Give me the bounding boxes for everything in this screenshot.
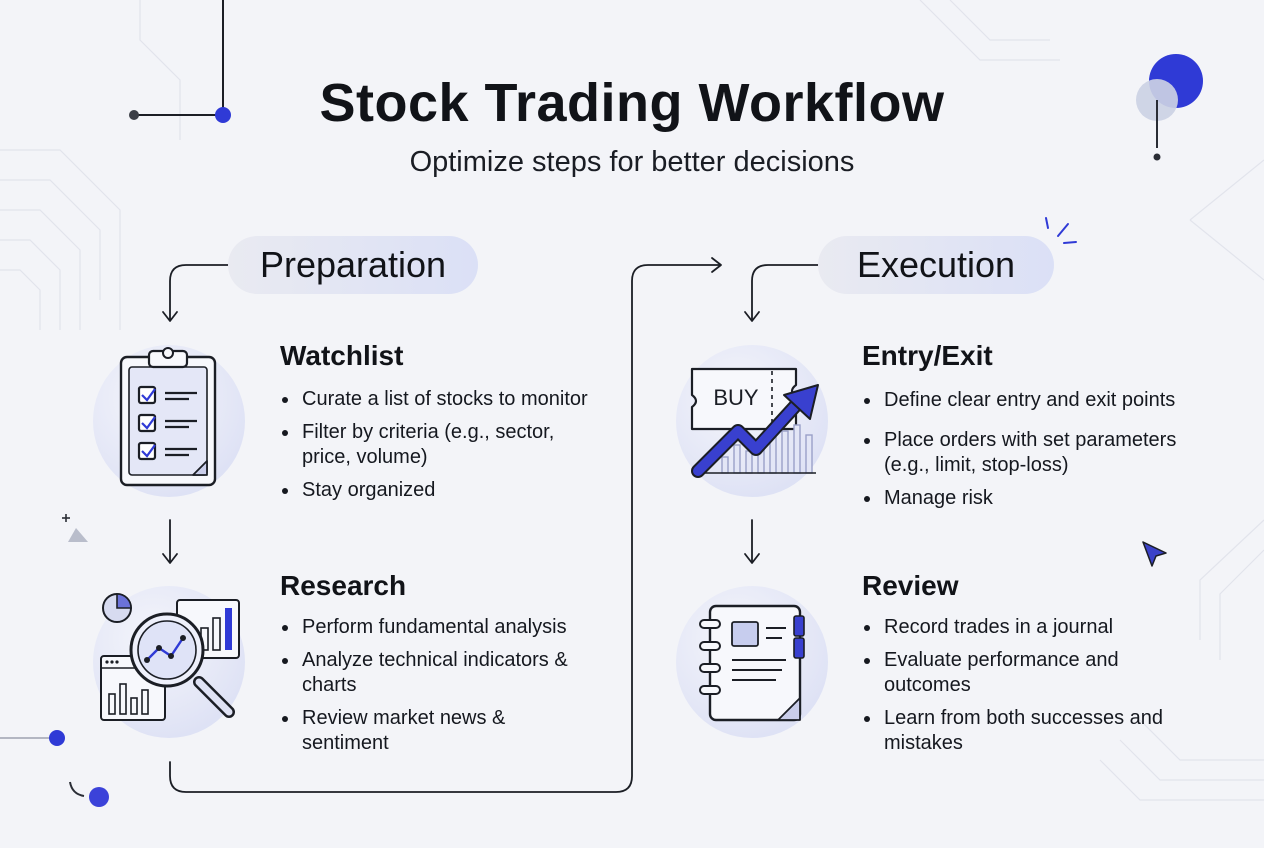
bullet-item: Curate a list of stocks to monitor	[280, 387, 620, 412]
decor-top-right-circles	[1136, 54, 1203, 161]
research-bullets: Perform fundamental analysis Analyze tec…	[280, 615, 600, 764]
sparkle-strokes	[1045, 217, 1077, 244]
flow-connectors	[162, 257, 819, 793]
phase-execution-pill: Execution	[818, 236, 1054, 294]
decor-bottom-left	[0, 730, 109, 807]
decor-plus-triangle	[62, 514, 88, 542]
magnifier-analytics-icon	[100, 593, 240, 721]
arrow-preparation-to-watchlist	[169, 264, 229, 321]
bullet-item: Evaluate performance and outcomes	[862, 648, 1154, 698]
arrowhead	[744, 311, 760, 322]
arrowhead	[162, 311, 178, 322]
bullet-item: Define clear entry and exit points	[862, 388, 1202, 413]
bullet-item: Place orders with set parameters (e.g., …	[862, 428, 1204, 478]
decor-top-left	[129, 0, 231, 123]
arrow-execution-to-entry	[751, 264, 819, 321]
step-title-research: Research	[280, 570, 407, 601]
watchlist-bullets: Curate a list of stocks to monitor Filte…	[280, 387, 620, 511]
page-title: Stock Trading Workflow	[319, 73, 945, 133]
ticket-label: BUY	[713, 385, 759, 410]
step-title-watchlist: Watchlist	[280, 340, 404, 371]
bullet-item: Analyze technical indicators & charts	[280, 648, 592, 698]
entry-exit-bullets: Define clear entry and exit points Place…	[862, 388, 1202, 519]
phase-preparation-pill: Preparation	[228, 236, 478, 294]
bullet-item: Stay organized	[280, 478, 620, 503]
step-title-entry-exit: Entry/Exit	[862, 340, 993, 371]
arrow-research-to-execution	[169, 264, 721, 793]
bullet-item: Perform fundamental analysis	[280, 615, 600, 640]
step-title-review: Review	[862, 570, 959, 601]
bullet-item: Manage risk	[862, 486, 1202, 511]
buy-ticket-trend-icon: BUY	[690, 367, 819, 478]
review-bullets: Record trades in a journal Evaluate perf…	[862, 615, 1192, 764]
arrowhead	[744, 553, 760, 564]
arrowhead	[711, 257, 722, 273]
clipboard-checklist-icon	[119, 347, 217, 487]
bullet-item: Record trades in a journal	[862, 615, 1192, 640]
arrowhead	[162, 553, 178, 564]
page-subtitle: Optimize steps for better decisions	[409, 146, 855, 178]
bullet-item: Review market news & sentiment	[280, 706, 532, 756]
cursor-arrow-icon	[1142, 541, 1167, 567]
bullet-item: Filter by criteria (e.g., sector, price,…	[280, 420, 592, 470]
bullet-item: Learn from both successes and mistakes	[862, 706, 1194, 756]
background-circuit-lines	[0, 0, 1264, 801]
journal-notebook-icon	[699, 604, 805, 722]
